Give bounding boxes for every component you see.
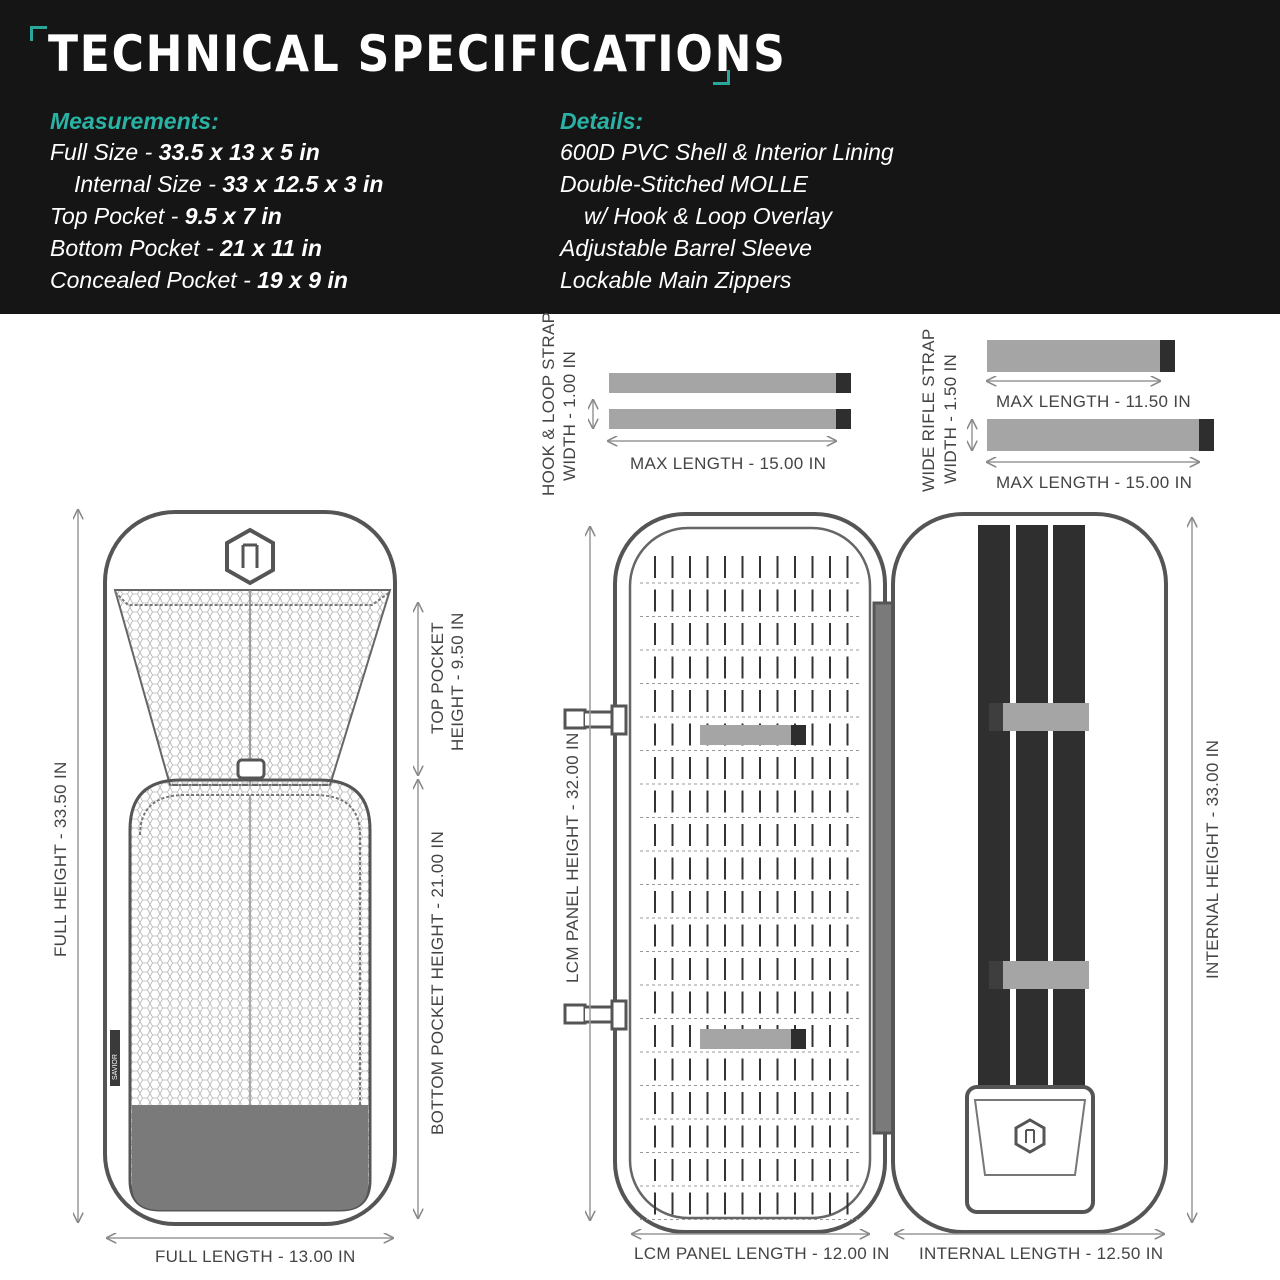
- rifle-straps: MAX LENGTH - 11.50 IN MAX LENGTH - 15.00…: [919, 329, 1214, 493]
- rifle-strap-column: [978, 525, 1010, 1095]
- rifle-max-long-label: MAX LENGTH - 15.00 IN: [996, 473, 1192, 492]
- brand-logo-icon: [1014, 1118, 1046, 1154]
- measurement-value: 21 x 11 in: [220, 235, 322, 261]
- measurement-label: Top Pocket: [50, 203, 165, 229]
- measurement-label: Internal Size: [74, 171, 202, 197]
- strap-tab: [836, 373, 851, 393]
- bottom-pocket-zipper: [139, 794, 361, 1105]
- strap-tab: [836, 409, 851, 429]
- measurement-label: Full Size: [50, 139, 139, 165]
- measurement-label: Bottom Pocket: [50, 235, 200, 261]
- measurement-row: Top Pocket - 9.5 x 7 in: [50, 203, 282, 229]
- measurement-value: 33 x 12.5 x 3 in: [222, 171, 384, 197]
- barrel-sleeve-strap: [989, 961, 1089, 989]
- hook-loop-label-line1: HOOK & LOOP STRAP: [539, 312, 558, 496]
- bottom-pocket-label: BOTTOM POCKET HEIGHT - 21.00 IN: [428, 831, 447, 1135]
- rifle-strap-short: [987, 340, 1161, 372]
- full-length-label: FULL LENGTH - 13.00 IN: [155, 1247, 356, 1266]
- handle-loop-icon: [236, 758, 266, 780]
- measurement-row: Bottom Pocket - 21 x 11 in: [50, 235, 322, 261]
- details-heading: Details:: [560, 108, 644, 134]
- hook-loop-straps: MAX LENGTH - 15.00 IN HOOK & LOOP STRAP …: [539, 312, 851, 496]
- header-banner: Technical Specifications Measurements: F…: [0, 0, 1280, 314]
- page-title: Technical Specifications: [48, 25, 787, 83]
- detail-line: Lockable Main Zippers: [560, 267, 792, 293]
- strap-tab: [1160, 340, 1175, 372]
- measurement-value: 19 x 9 in: [257, 267, 348, 293]
- barrel-sleeve: [965, 1085, 1095, 1214]
- lcm-height-label: LCM PANEL HEIGHT - 32.00 IN: [563, 732, 582, 983]
- full-height-label: FULL HEIGHT - 33.50 IN: [51, 761, 70, 957]
- barrel-sleeve-inner: [973, 1099, 1087, 1176]
- rifle-max-short-label: MAX LENGTH - 11.50 IN: [996, 392, 1191, 411]
- brand-logo-icon: [225, 527, 275, 586]
- hook-loop-strap: [609, 373, 837, 393]
- buckle-icon: [563, 999, 628, 1031]
- molle-webbing: [640, 556, 860, 1220]
- top-pocket-label-line2: HEIGHT - 9.50 IN: [448, 612, 467, 751]
- brand-tag-text: SAVIOR: [112, 1054, 119, 1080]
- rifle-label-line1: WIDE RIFLE STRAP: [919, 329, 938, 493]
- detail-line: w/ Hook & Loop Overlay: [584, 203, 833, 229]
- rifle-strap-long: [987, 419, 1200, 451]
- detail-line: Adjustable Barrel Sleeve: [560, 235, 812, 261]
- title-bracket-right-icon: [713, 70, 730, 85]
- measurement-value: 9.5 x 7 in: [184, 203, 282, 229]
- strap-tab: [791, 1029, 806, 1049]
- detail-line: 600D PVC Shell & Interior Lining: [560, 139, 894, 165]
- hook-loop-strap: [609, 409, 837, 429]
- barrel-sleeve-strap: [989, 703, 1089, 731]
- measurement-value: 33.5 x 13 x 5 in: [158, 139, 320, 165]
- hook-loop-label-line2: WIDTH - 1.00 IN: [560, 351, 579, 481]
- measurement-row: Full Size - 33.5 x 13 x 5 in: [50, 139, 320, 165]
- open-case: [563, 512, 1168, 1234]
- details-section: Details: 600D PVC Shell & Interior Linin…: [560, 106, 894, 296]
- front-view-bag: SAVIOR: [103, 510, 397, 1226]
- internal-height-label: INTERNAL HEIGHT - 33.00 IN: [1203, 740, 1222, 979]
- measurements-heading: Measurements:: [50, 108, 219, 134]
- rifle-strap-column: [1016, 525, 1048, 1095]
- top-pocket-label-line1: TOP POCKET: [428, 622, 447, 734]
- panel-strap: [700, 1029, 792, 1049]
- hook-loop-max-label: MAX LENGTH - 15.00 IN: [630, 454, 826, 473]
- strap-tab: [791, 725, 806, 745]
- lcm-length-label: LCM PANEL LENGTH - 12.00 IN: [634, 1244, 890, 1263]
- measurement-row: Internal Size - 33 x 12.5 x 3 in: [74, 171, 384, 197]
- rifle-label-line2: WIDTH - 1.50 IN: [941, 354, 960, 484]
- detail-line: Double-Stitched MOLLE: [560, 171, 809, 197]
- title-bracket-left-icon: [30, 26, 47, 41]
- internal-length-label: INTERNAL LENGTH - 12.50 IN: [919, 1244, 1163, 1263]
- brand-tag: [110, 1030, 120, 1086]
- rifle-strap-column: [1053, 525, 1085, 1095]
- strap-tab: [1199, 419, 1214, 451]
- strap-tab: [989, 961, 1003, 989]
- measurements-section: Measurements: Full Size - 33.5 x 13 x 5 …: [50, 106, 383, 296]
- measurement-label: Concealed Pocket: [50, 267, 237, 293]
- lcm-panel: [628, 526, 872, 1220]
- measurement-row: Concealed Pocket - 19 x 9 in: [50, 267, 348, 293]
- buckle-icon: [563, 704, 628, 736]
- bottom-base-panel: [132, 1105, 368, 1210]
- strap-tab: [989, 703, 1003, 731]
- panel-strap: [700, 725, 792, 745]
